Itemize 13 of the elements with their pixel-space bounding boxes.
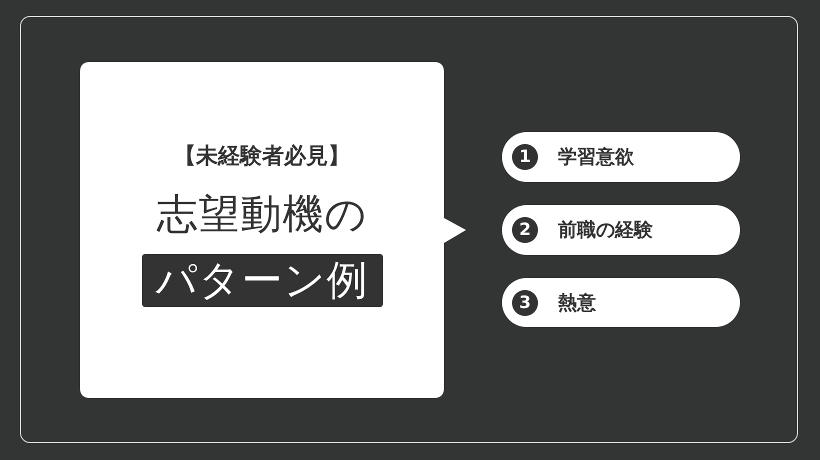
item-label: 学習意欲 <box>558 145 634 170</box>
item-pill <box>502 278 740 327</box>
heading: 【未経験者必見】 <box>174 144 350 169</box>
number-badge: 3 <box>512 290 538 316</box>
highlighted-title: パターン例 <box>142 254 382 308</box>
item-pill <box>502 132 740 182</box>
item-label: 熱意 <box>558 290 596 316</box>
number-badge: 2 <box>512 217 538 243</box>
item-label: 前職の経験 <box>558 218 653 243</box>
item-pill <box>502 205 740 255</box>
number-badge: 1 <box>512 144 538 170</box>
speech-bubble <box>80 62 466 398</box>
title-text: 志望動機の <box>156 190 368 238</box>
